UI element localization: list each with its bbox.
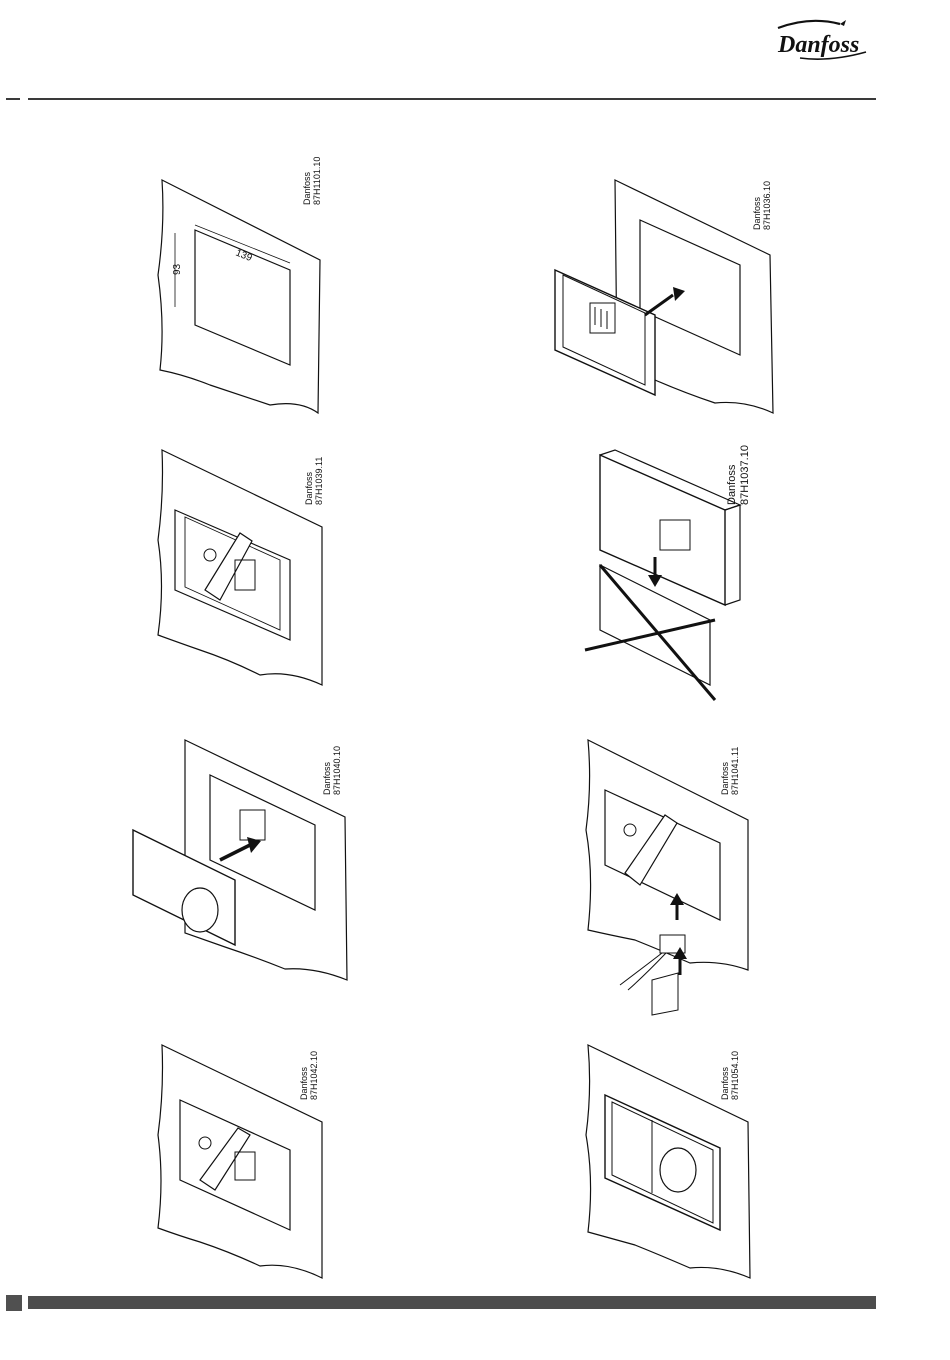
figure-brand: Danfoss: [720, 1066, 730, 1100]
figure-code: 87H1042.10: [309, 1051, 319, 1100]
figure-code: 87H1101.10: [312, 157, 322, 205]
figure-code: 87H1040.10: [332, 746, 342, 795]
figure-frame-strap: Danfoss 87H1039.11: [150, 445, 330, 690]
figure-code: 87H1041.11: [730, 747, 740, 795]
figure-brand: Danfoss: [720, 761, 730, 795]
figure-panel-cutout: 139 93 Danfoss 87H1101.10: [150, 175, 330, 420]
figure-brand: Danfoss: [304, 471, 314, 505]
figure-code: 87H1039.11: [314, 457, 324, 505]
figure-module-attach: Danfoss 87H1040.10: [125, 735, 355, 990]
figure-code: 87H1036.10: [762, 181, 772, 230]
figure-wrong-mounting: Danfoss 87H1037.10: [580, 445, 770, 710]
figure-brand: Danfoss: [726, 464, 738, 505]
figure-connector-insert: Danfoss 87H1041.11: [580, 735, 770, 1020]
figure-frame-strap-removal: Danfoss 87H1042.10: [150, 1040, 330, 1280]
figure-brand: Danfoss: [752, 196, 762, 230]
footer-bar: [28, 1296, 876, 1309]
header-rule-short: [6, 98, 20, 100]
figure-brand: Danfoss: [322, 761, 332, 795]
figure-code: 87H1054.10: [730, 1051, 740, 1100]
danfoss-logo: Danfoss: [770, 14, 880, 64]
figure-brand: Danfoss: [299, 1066, 309, 1100]
figure-brand: Danfoss: [302, 171, 312, 205]
footer-box: [6, 1295, 22, 1311]
header-rule: [28, 98, 876, 100]
figure-frame-insert: Danfoss 87H1036.10: [545, 175, 785, 420]
figure-mounted-thermostat: Danfoss 87H1054.10: [580, 1040, 770, 1285]
logo-wordmark: Danfoss: [777, 32, 859, 58]
figure-code: 87H1037.10: [739, 445, 751, 505]
dim-height-label: 93: [172, 263, 183, 275]
